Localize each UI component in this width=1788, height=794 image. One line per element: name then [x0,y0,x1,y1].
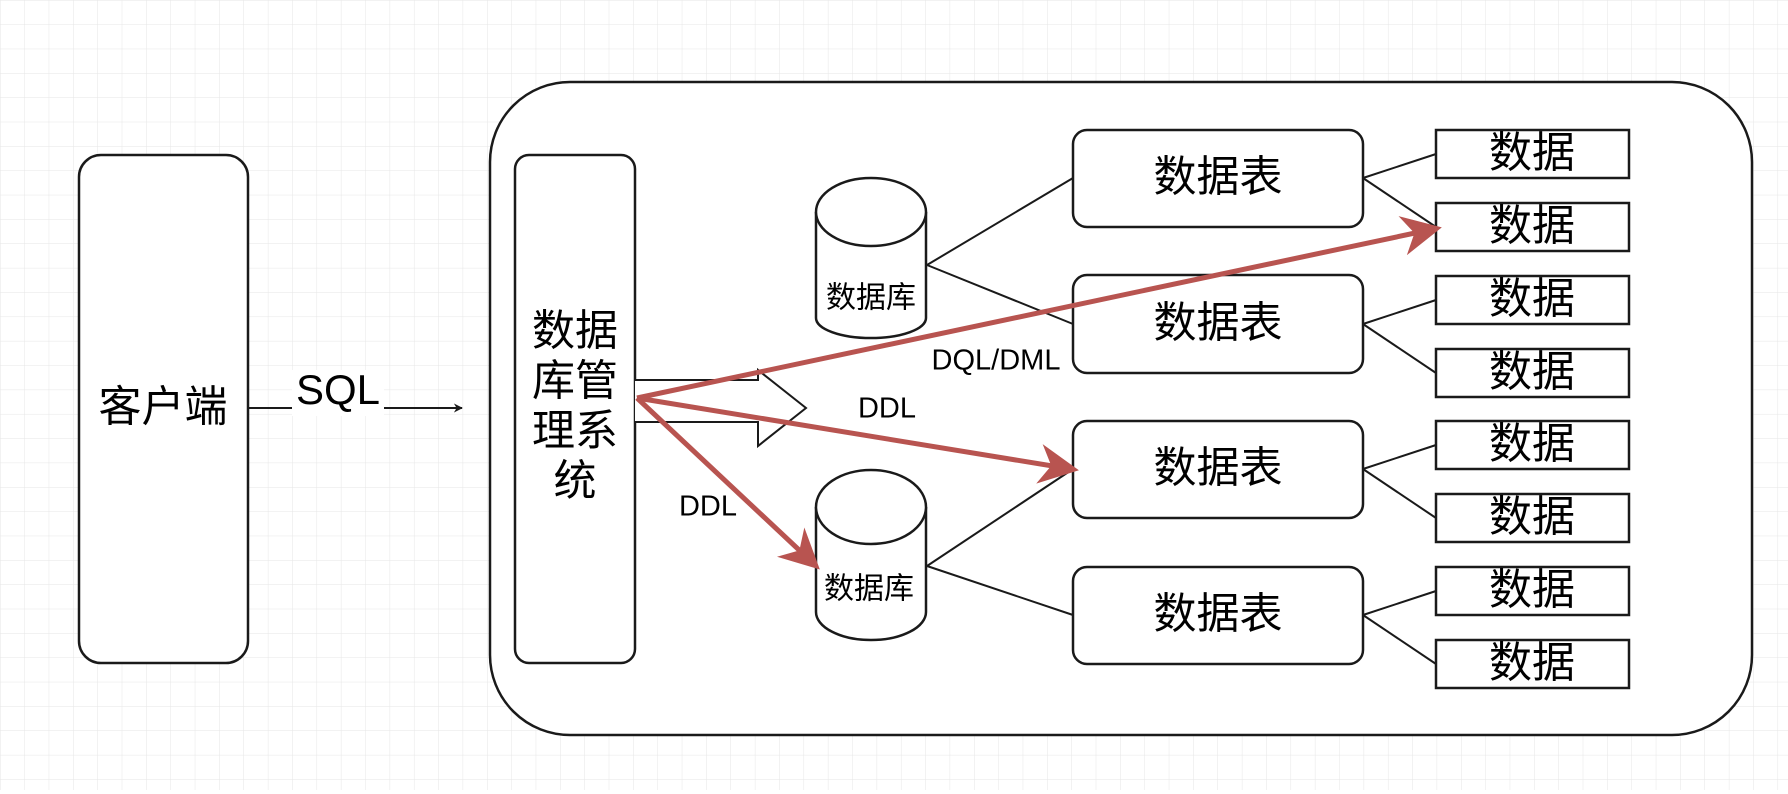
database-1-label: 数据库 [826,281,916,316]
table-box-3: 数据表 [1071,419,1365,520]
table-4-label: 数据表 [1154,590,1283,640]
data-box-4: 数据 [1434,348,1631,399]
db1-to-table2-line [926,264,1074,325]
table3-to-data6-line [1362,468,1437,519]
database-cylinder-2: 数据库 [814,468,928,642]
table3-to-data5-line [1362,444,1437,470]
data-box-2: 数据 [1434,202,1631,253]
db2-to-table4-line [926,565,1074,616]
ddl-database-arrow [635,396,820,570]
table2-to-data4-line [1362,323,1437,374]
table1-to-data1-line [1362,153,1437,179]
table4-to-data7-line [1362,590,1437,616]
data-box-1: 数据 [1434,129,1631,180]
data-box-5: 数据 [1434,420,1631,471]
data-7-label: 数据 [1489,566,1575,616]
database-2-label: 数据库 [824,572,914,607]
dql-dml-arrow [636,216,1442,401]
table-3-label: 数据表 [1154,444,1283,494]
database-cylinder-1: 数据库 [814,176,928,340]
data-6-label: 数据 [1489,493,1575,543]
data-box-8: 数据 [1434,639,1631,690]
data-box-7: 数据 [1434,566,1631,617]
db1-to-table1-line [926,177,1074,266]
table2-to-data3-line [1362,299,1437,325]
dbms-label-line-4: 统 [554,457,597,507]
ddl-database-label: DDL [679,491,737,523]
table-2-label: 数据表 [1154,299,1283,349]
dbms-label-line-3: 理系 [532,407,618,457]
data-2-label: 数据 [1489,202,1575,252]
table-box-2: 数据表 [1071,273,1365,375]
data-4-label: 数据 [1489,348,1575,398]
sql-label: SQL [296,366,380,413]
data-box-6: 数据 [1434,493,1631,544]
ddl-table-label: DDL [858,393,916,425]
table-box-1: 数据表 [1071,128,1365,229]
data-1-label: 数据 [1489,129,1575,179]
dbms-label-line-1: 数据 [532,307,618,357]
data-3-label: 数据 [1489,275,1575,325]
sql-label-bg [292,370,384,416]
ddl-table-arrow [636,395,1079,484]
client-label: 客户端 [99,383,228,433]
db2-to-table3-line [926,468,1074,567]
data-box-3: 数据 [1434,275,1631,326]
dql-dml-label: DQL/DML [932,345,1061,377]
table-1-label: 数据表 [1154,153,1283,203]
table-box-4: 数据表 [1071,565,1365,666]
dbms-label-line-2: 库管 [532,357,618,407]
data-8-label: 数据 [1489,639,1575,689]
data-5-label: 数据 [1489,420,1575,470]
table4-to-data8-line [1362,614,1437,665]
